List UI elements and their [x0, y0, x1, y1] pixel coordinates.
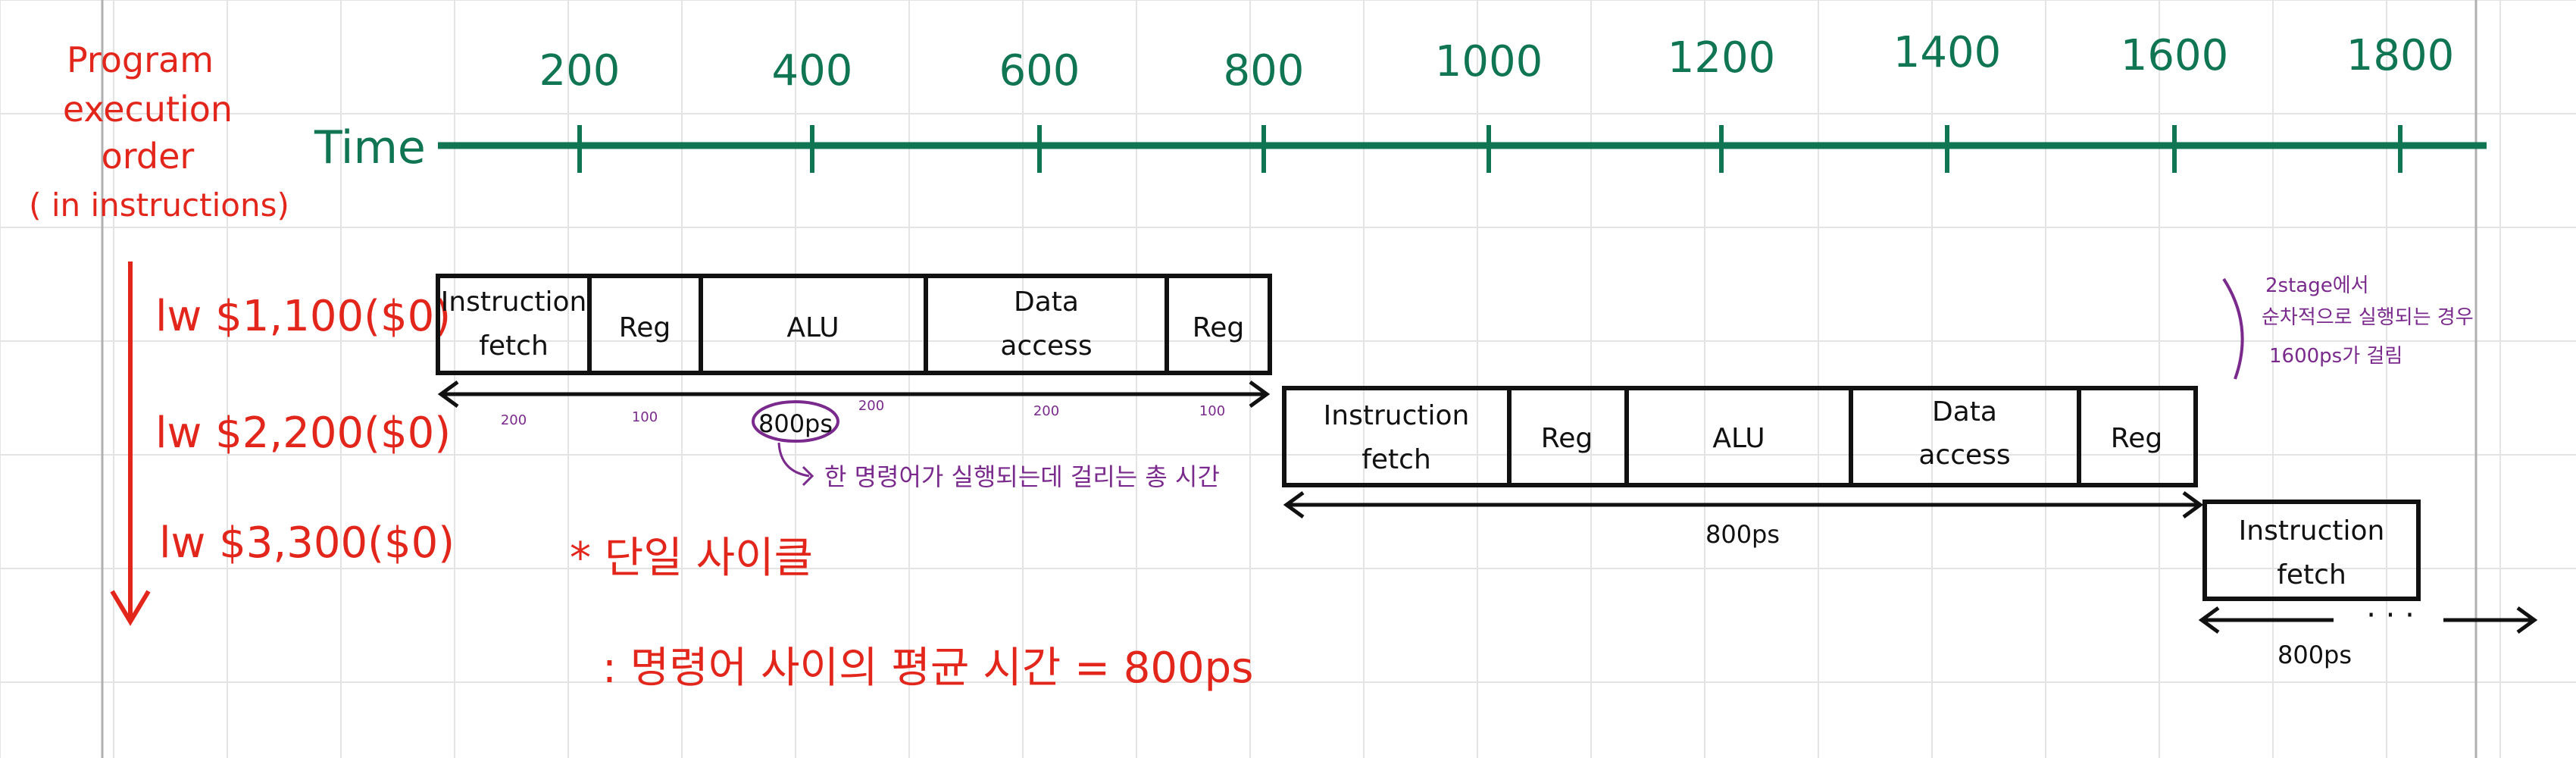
instruction-1-stage-labels: Instruction fetch Reg ALU Data access Re…	[441, 287, 1245, 362]
side-note-line-2: 순차적으로 실행되는 경우	[2262, 306, 2474, 329]
instruction-list: lw $1,100($0) lw $2,200($0) lw $3,300($0…	[155, 292, 455, 568]
program-order-label: Program execution order ( in instruction…	[29, 39, 289, 224]
stage-instruction-fetch-2a: Instruction	[1324, 400, 1470, 431]
single-cycle-title: * 단일 사이클	[570, 534, 813, 583]
time-tick-label: 200	[539, 46, 621, 96]
stage-alu-2: ALU	[1712, 423, 1765, 454]
instruction-2-stages	[1282, 386, 2198, 487]
instruction-1-stages	[436, 274, 1272, 375]
arrowhead-left-1	[437, 380, 459, 409]
time-tick-label: 800	[1224, 46, 1305, 96]
stage-instruction-fetch-1a: Instruction	[441, 287, 587, 318]
program-order-line-4: ( in instructions)	[29, 186, 289, 224]
side-note: 2stage에서 순차적으로 실행되는 경우 1600ps가 걸림	[2262, 274, 2474, 368]
duration-circle	[752, 400, 839, 443]
side-note-bracket	[2222, 277, 2244, 380]
instruction-3-duration: 800ps	[2277, 641, 2352, 669]
instruction-label-1: lw $1,100($0)	[155, 292, 451, 341]
program-order-arrowhead	[110, 590, 151, 626]
instruction-2-stage-labels: Instruction fetch Reg ALU Data access Re…	[1324, 396, 2163, 475]
stage-reg-2b: Reg	[2111, 423, 2162, 454]
stage-instruction-fetch-2b: fetch	[1361, 444, 1431, 475]
arrowhead-right-1	[1249, 380, 1271, 409]
program-order-line-2: execution	[63, 89, 233, 130]
instruction-label-2: lw $2,200($0)	[155, 409, 451, 458]
instruction-label-3: lw $3,300($0)	[159, 518, 455, 568]
arrowhead-left-2	[1283, 490, 1305, 519]
stage-reg-2a: Reg	[1541, 423, 1593, 454]
time-tick-label: 1000	[1435, 37, 1543, 86]
time-tick-label: 400	[772, 46, 853, 96]
stage-reg-1a: Reg	[619, 312, 671, 343]
arrowhead-right-3	[2516, 606, 2538, 634]
stage-data-access-2a: Data	[1932, 396, 1997, 428]
time-tick-label: 1200	[1668, 33, 1776, 83]
duration-data-access: 200	[1033, 403, 1059, 419]
duration-reg-1: 100	[632, 409, 658, 425]
stage-data-access-2b: access	[1918, 440, 2010, 471]
side-note-line-3: 1600ps가 걸림	[2269, 345, 2402, 368]
stage-instruction-fetch-1b: fetch	[479, 330, 549, 362]
duration-reg-2: 100	[1199, 403, 1225, 419]
program-order-line-3: order	[102, 136, 195, 177]
time-label: Time	[314, 121, 426, 174]
time-ticks: 200 400 600 800 1000 1200 1400 1600 1800	[539, 28, 2455, 173]
average-time-note: : 명령어 사이의 평균 시간 = 800ps	[602, 644, 1253, 693]
stage-durations: 200 100 200 200 100	[501, 398, 1225, 428]
arrowhead-right-2	[2182, 490, 2204, 519]
time-tick-label: 1400	[1893, 28, 2002, 77]
time-tick-label: 1600	[2121, 31, 2229, 80]
instruction-1-duration: 800ps	[758, 409, 833, 438]
program-order-line-1: Program	[67, 39, 214, 80]
arrowhead-left-3	[2198, 606, 2220, 634]
stage-alu-1: ALU	[786, 312, 839, 343]
instruction-3-fetch-box	[2202, 500, 2421, 601]
time-tick-label: 600	[999, 46, 1080, 96]
time-tick-label: 1800	[2346, 31, 2455, 80]
stage-data-access-1a: Data	[1014, 287, 1079, 318]
side-note-line-1: 2stage에서	[2265, 274, 2369, 297]
stage-reg-1b: Reg	[1193, 312, 1244, 343]
duration-fetch: 200	[501, 412, 527, 428]
continuation-dots: · · ·	[2366, 598, 2415, 633]
stage-data-access-1b: access	[1000, 330, 1092, 362]
stage-instruction-fetch-3b: fetch	[2277, 559, 2346, 590]
stage-instruction-fetch-3a: Instruction	[2239, 515, 2385, 547]
instruction-2-duration: 800ps	[1705, 520, 1780, 549]
annotation-pointer-head	[802, 465, 814, 487]
total-time-annotation: 한 명령어가 실행되는데 걸리는 총 시간	[824, 462, 1220, 491]
duration-alu: 200	[858, 398, 884, 414]
annotation-pointer	[777, 442, 810, 478]
